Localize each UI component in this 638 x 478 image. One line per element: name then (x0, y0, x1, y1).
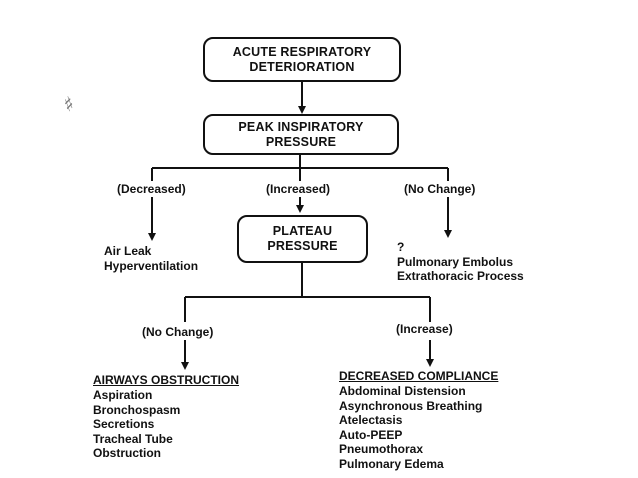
list-item: Auto-PEEP (339, 427, 403, 442)
list-item: Obstruction (93, 446, 161, 461)
acute-respiratory-deterioration-box: ACUTE RESPIRATORY DETERIORATION (203, 37, 401, 82)
list-item: Air Leak (104, 244, 152, 258)
plateau-box-text: PLATEAU PRESSURE (267, 224, 338, 253)
list-item: Asynchronous Breathing (339, 398, 483, 413)
list-item: ? (397, 240, 405, 254)
list-item: Hyperventilation (104, 258, 199, 273)
branch-label-increased: (Increased) (266, 182, 331, 196)
list-item: Abdominal Distension (339, 384, 466, 398)
branch-label-plateau-no-change: (No Change) (142, 325, 214, 339)
list-item: Pulmonary Edema (339, 456, 444, 471)
list-item: Pneumothorax (339, 442, 424, 457)
airways-obstruction-heading: AIRWAYS OBSTRUCTION (93, 373, 240, 387)
list-item: Secretions (93, 417, 155, 432)
decreased-compliance-list: DECREASED COMPLIANCE Abdominal Distensio… (339, 369, 498, 472)
list-item: Atelectasis (339, 413, 403, 428)
list-item: Bronchospasm (93, 402, 181, 417)
list-item: Extrathoracic Process (397, 269, 524, 284)
acute-box-text: ACUTE RESPIRATORY DETERIORATION (232, 44, 372, 74)
branch-label-no-change: (No Change) (404, 182, 476, 196)
no-change-causes-list: ? Pulmonary Embolus Extrathoracic Proces… (397, 240, 524, 284)
list-item: Aspiration (93, 388, 153, 402)
decreased-compliance-heading: DECREASED COMPLIANCE (339, 369, 499, 383)
plateau-pressure-box: PLATEAU PRESSURE (237, 215, 368, 263)
branch-label-plateau-increase: (Increase) (396, 322, 453, 336)
list-item: Pulmonary Embolus (397, 254, 514, 269)
branch-label-decreased: (Decreased) (117, 182, 186, 196)
peak-box-text: PEAK INSPIRATORY PRESSURE (238, 119, 364, 149)
decreased-causes-list: Air Leak Hyperventilation (104, 244, 198, 273)
list-item: Tracheal Tube (93, 431, 173, 446)
airways-obstruction-list: AIRWAYS OBSTRUCTION Aspiration Bronchosp… (93, 373, 239, 461)
peak-inspiratory-pressure-box: PEAK INSPIRATORY PRESSURE (203, 114, 399, 155)
